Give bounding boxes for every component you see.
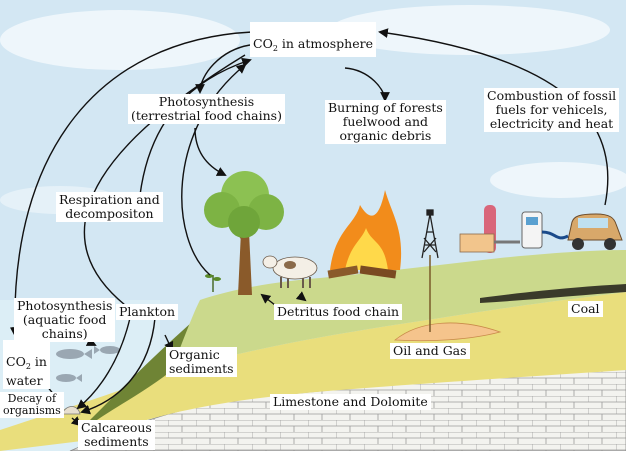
car-icon <box>567 213 623 250</box>
arrow-tree-respiration <box>181 63 247 276</box>
label-co2-water-rest: in water <box>6 354 47 388</box>
cloud <box>0 10 240 70</box>
label-co2-water-co: CO <box>6 354 26 369</box>
oil-gas-reservoir <box>393 322 502 342</box>
refinery-icon <box>459 205 520 253</box>
label-respiration: Respiration and decompositon <box>56 192 163 222</box>
fire-icon <box>327 190 402 279</box>
label-decay: Decay of organisms <box>0 392 64 418</box>
label-calcareous: Calcareous sediments <box>78 420 155 450</box>
label-detritus: Detritus food chain <box>274 304 403 320</box>
cow-icon <box>262 255 318 288</box>
subscript-2: 2 <box>272 44 278 53</box>
cloud <box>490 162 626 198</box>
label-co2-atmosphere: CO2 in atmosphere <box>250 22 376 57</box>
arrow-photosynthesis-to-tree <box>194 127 227 176</box>
arrow-fire-to-burning <box>344 67 390 102</box>
label-burning-forests: Burning of forests fuelwood and organic … <box>325 100 446 144</box>
label-combustion: Combustion of fossil fuels for vehicels,… <box>484 88 620 132</box>
label-oil-gas: Oil and Gas <box>390 343 470 359</box>
label-photosynthesis-aquatic: Photosynthesis (aquatic food chains) <box>14 298 116 342</box>
label-coal: Coal <box>568 301 603 317</box>
tree-icon <box>204 171 284 295</box>
arrow-atmosphere-to-photosynthesis <box>195 44 251 94</box>
label-co2-atmosphere-co: CO <box>253 36 273 51</box>
fish-icon <box>56 346 120 382</box>
subscript-2-water: 2 <box>25 362 31 371</box>
label-plankton: Plankton <box>116 304 179 320</box>
arrow-aquatic-to-decay <box>80 317 156 415</box>
oil-derrick-icon <box>421 209 439 259</box>
arrow-atmosphere-to-water <box>9 31 253 337</box>
sapling-icon <box>205 274 221 292</box>
arrow-plankton-to-decay <box>76 317 131 410</box>
label-co2-atmosphere-rest: in atmosphere <box>277 36 373 51</box>
arrow-cow-to-detritus <box>295 291 307 302</box>
cloud <box>330 5 610 55</box>
fuel-pump-icon <box>521 211 569 249</box>
label-limestone: Limestone and Dolomite <box>270 394 431 410</box>
arrow-detritus-to-land <box>260 293 276 306</box>
label-organic-sediments: Organic sediments <box>166 347 237 377</box>
coal-seam <box>480 284 626 303</box>
label-photosynthesis-terrestrial: Photosynthesis (terrestrial food chains) <box>128 94 285 124</box>
label-co2-water: CO2 in water <box>3 340 50 389</box>
